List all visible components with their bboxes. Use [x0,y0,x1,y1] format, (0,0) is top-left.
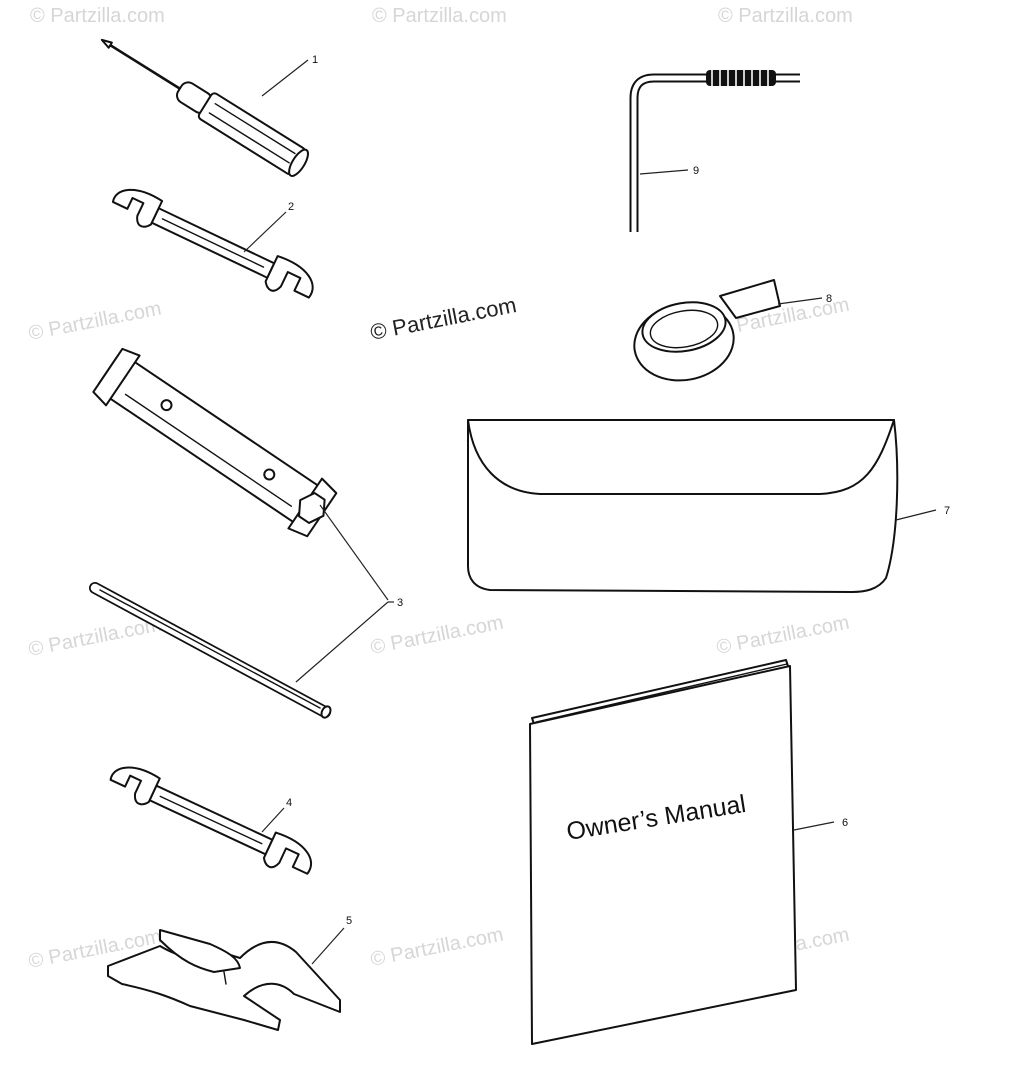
callout-3: 3 [397,597,403,609]
tool-pouch-part: 7 [467,419,950,593]
box-spanner-part [92,347,338,538]
leader-line [895,509,937,521]
hex-key-part: 9 [629,70,800,232]
leader-line [261,807,285,833]
leader-line [319,504,389,601]
watermark-text: © Partzilla.com [30,5,165,27]
hex-key-grip [706,70,776,86]
callout-7: 7 [944,505,950,517]
callout-6: 6 [842,817,848,829]
leader-line [777,297,823,305]
leader-line [793,821,835,831]
watermark-text: © Partzilla.com [369,924,505,971]
callout-9: 9 [693,165,699,177]
owners-manual-part: Owner’s Manual 6 [529,659,848,1045]
leader-line [311,927,345,965]
watermark-text: © Partzilla.com [372,5,507,27]
callout-3-group: 3 [295,504,403,683]
watermark-text: © Partzilla.com [27,614,163,661]
tape-roll-part: 8 [633,279,832,382]
callout-8: 8 [826,293,832,305]
callout-1: 1 [312,54,318,66]
leader-line [261,59,309,97]
watermark-text: © Partzilla.com [715,612,851,659]
wrench-part-2: 2 [111,188,314,299]
watermark-text: © Partzilla.com [369,612,505,659]
callout-2: 2 [288,201,294,213]
wrench-part-4: 4 [109,766,313,875]
leader-line [243,211,287,253]
callout-5: 5 [346,915,352,927]
watermark-text: © Partzilla.com [27,298,163,345]
spanner-plate-part: 5 [107,915,352,1031]
screwdriver-part: 1 [100,38,318,177]
leader-line [639,169,689,175]
leader-line [295,601,389,683]
tommy-bar-part [89,582,332,719]
watermark-text: © Partzilla.com [718,5,853,27]
callout-4: 4 [286,797,292,809]
watermark-main-text: © Partzilla.com [368,292,518,345]
